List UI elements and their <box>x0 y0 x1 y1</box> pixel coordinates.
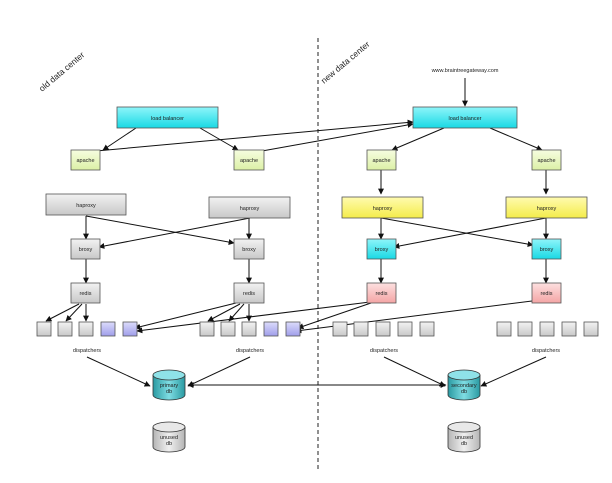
dispatcher-group-new-1 <box>332 321 435 337</box>
dispatcher-group-new-2 <box>496 321 599 337</box>
svg-text:broxy: broxy <box>242 247 256 253</box>
svg-text:db: db <box>166 441 172 447</box>
svg-text:redis: redis <box>243 291 255 297</box>
connections <box>45 78 549 387</box>
svg-text:load balancer: load balancer <box>151 116 184 122</box>
svg-text:broxy: broxy <box>79 247 93 253</box>
svg-text:secondary: secondary <box>451 383 477 389</box>
svg-text:load balancer: load balancer <box>448 116 481 122</box>
svg-text:apache: apache <box>240 158 258 164</box>
svg-text:redis: redis <box>376 291 388 297</box>
unused-db-old: unused db <box>152 421 186 453</box>
secondary-db: secondary db <box>447 369 481 401</box>
dispatchers-label-old-2: dispatchers <box>236 348 264 354</box>
dispatcher-group-old-1 <box>36 321 138 337</box>
svg-text:haproxy: haproxy <box>240 206 260 212</box>
haproxy-new-1: haproxy <box>341 196 424 219</box>
gateway-url: www.braintreegateway.com <box>431 68 499 74</box>
unused-db-new: unused db <box>447 421 481 453</box>
svg-text:unused: unused <box>160 435 178 441</box>
svg-text:haproxy: haproxy <box>373 206 393 212</box>
svg-text:haproxy: haproxy <box>537 206 557 212</box>
broxy-old-1: broxy <box>70 238 101 260</box>
apache-old-1: apache <box>70 149 101 171</box>
redis-old-2: redis <box>233 282 265 304</box>
dispatcher-group-old-2 <box>199 321 301 337</box>
dispatchers-label-new-1: dispatchers <box>370 348 398 354</box>
apache-new-2: apache <box>531 149 562 171</box>
new-datacenter-title: new data center <box>319 39 372 86</box>
svg-text:primary: primary <box>160 383 179 389</box>
apache-new-1: apache <box>366 149 397 171</box>
redis-new-2: redis <box>531 282 562 304</box>
load-balancer-old: load balancer <box>116 106 219 129</box>
svg-text:db: db <box>461 441 467 447</box>
svg-text:unused: unused <box>455 435 473 441</box>
apache-old-2: apache <box>233 149 265 171</box>
old-datacenter-title: old data center <box>37 50 87 94</box>
svg-text:haproxy: haproxy <box>76 203 96 209</box>
haproxy-old-2: haproxy <box>208 196 291 219</box>
broxy-old-2: broxy <box>233 238 265 260</box>
haproxy-old-1: haproxy <box>45 193 127 216</box>
redis-new-1: redis <box>366 282 397 304</box>
primary-db: primary db <box>152 369 186 401</box>
svg-text:db: db <box>461 389 467 395</box>
svg-text:db: db <box>166 389 172 395</box>
svg-text:apache: apache <box>537 158 555 164</box>
broxy-new-2: broxy <box>531 238 562 260</box>
svg-text:apache: apache <box>76 158 94 164</box>
svg-text:broxy: broxy <box>540 247 554 253</box>
svg-text:redis: redis <box>80 291 92 297</box>
dispatchers-label-old-1: dispatchers <box>73 348 101 354</box>
haproxy-new-2: haproxy <box>505 196 588 219</box>
load-balancer-new: load balancer <box>412 106 518 129</box>
svg-text:broxy: broxy <box>375 247 389 253</box>
dispatchers-label-new-2: dispatchers <box>532 348 560 354</box>
svg-text:apache: apache <box>372 158 390 164</box>
redis-old-1: redis <box>70 282 101 304</box>
broxy-new-1: broxy <box>366 238 397 260</box>
svg-text:redis: redis <box>541 291 553 297</box>
